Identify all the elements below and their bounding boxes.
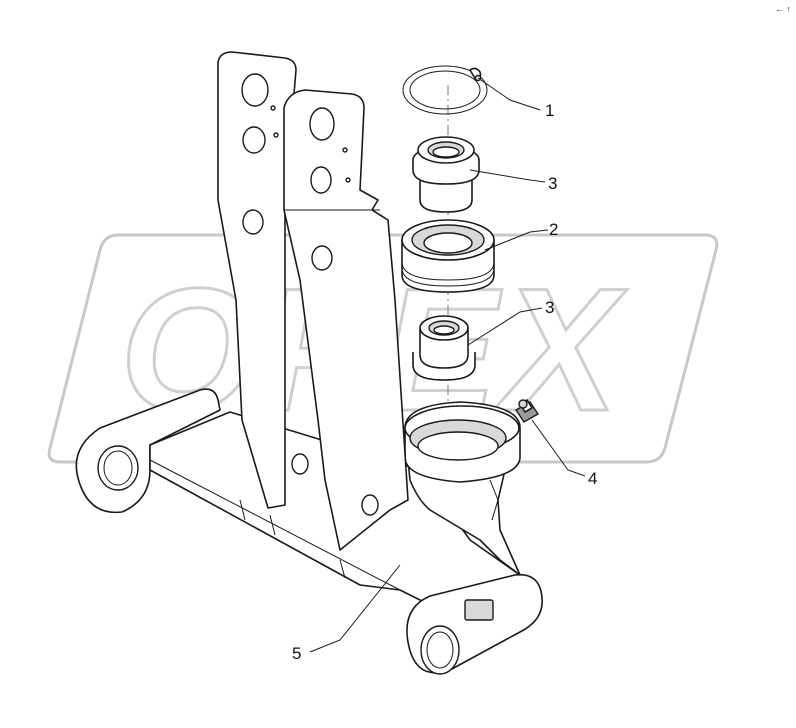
callout-5: 5 — [292, 644, 301, 663]
leader-lines — [309, 77, 586, 653]
callout-1: 1 — [545, 101, 554, 120]
frame-side-plate-rear — [217, 51, 297, 509]
lower-bushing — [412, 315, 476, 381]
frame-side-plate-front — [283, 89, 409, 551]
upper-bushing — [412, 136, 480, 213]
callout-2: 2 — [549, 220, 558, 239]
bearing — [401, 219, 495, 293]
callout-3-lower: 3 — [545, 298, 554, 317]
corner-mark: ← ↑ — [775, 4, 791, 14]
grease-nipple — [515, 399, 539, 423]
callout-3-upper: 3 — [548, 174, 557, 193]
circlip — [402, 65, 488, 115]
callout-4: 4 — [588, 469, 597, 488]
